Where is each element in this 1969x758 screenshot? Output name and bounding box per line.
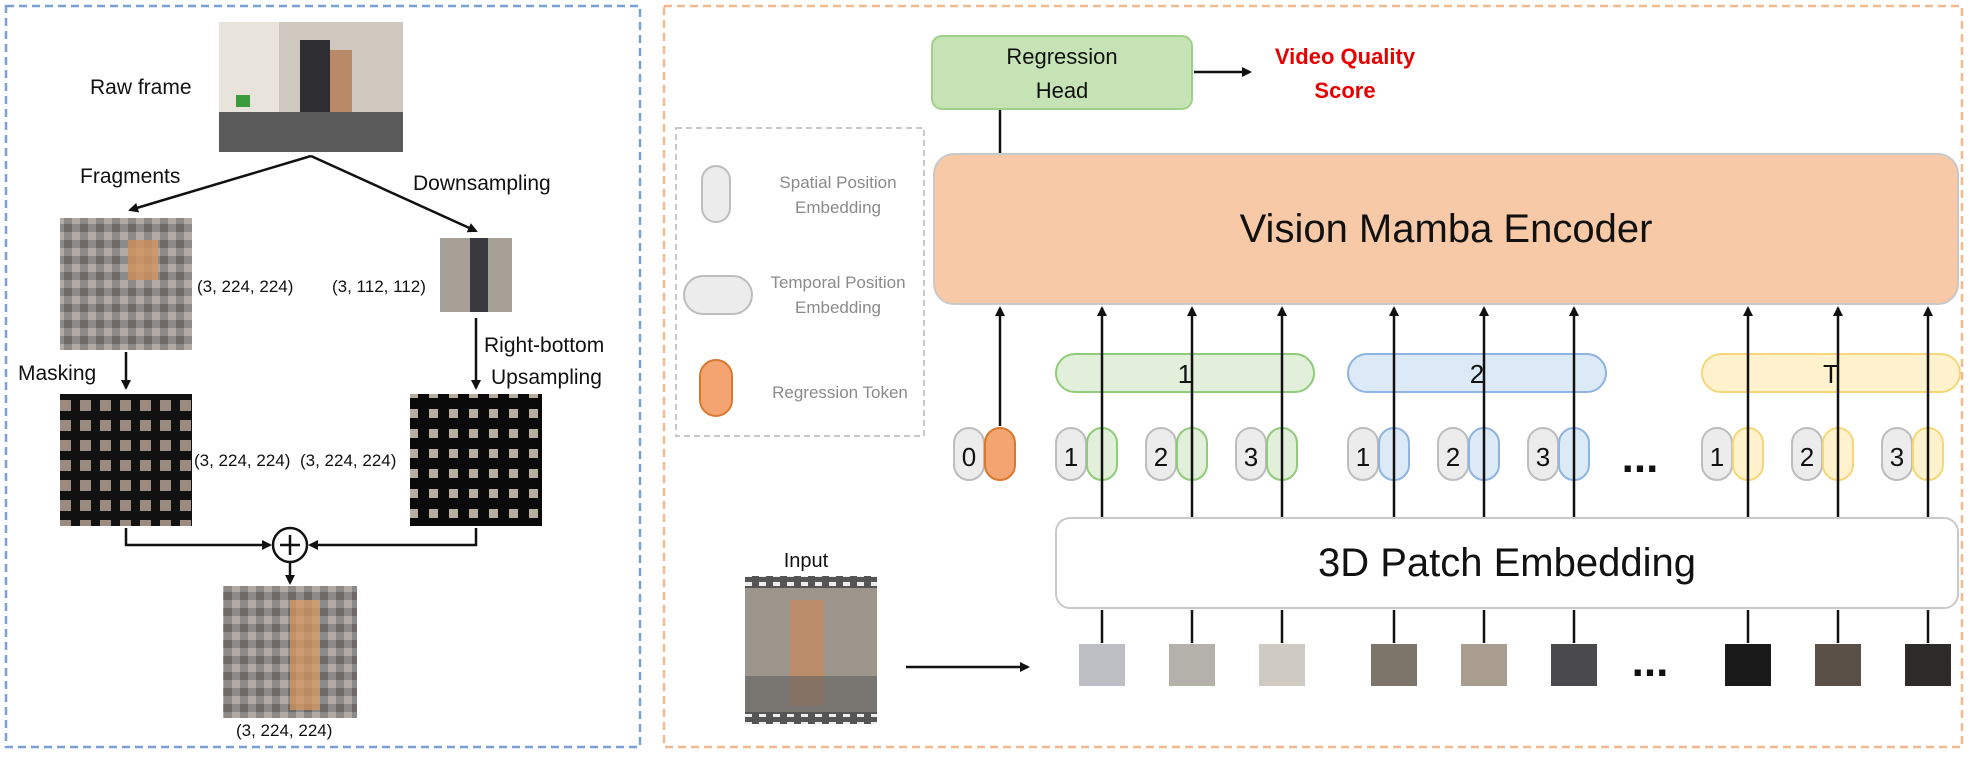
token-g2-1-index: 1 bbox=[1356, 442, 1370, 472]
token-g1-2: 2 bbox=[1145, 427, 1208, 481]
legend-temporal-icon bbox=[683, 275, 753, 315]
legend-regression-token-icon bbox=[699, 359, 733, 417]
legend-regression-token-label: Regression Token bbox=[772, 383, 908, 402]
legend-temporal-label-1: Temporal Position bbox=[770, 273, 905, 292]
input-label: Input bbox=[784, 550, 829, 572]
token-g1-2-index: 2 bbox=[1154, 442, 1168, 472]
token-g1-3-index: 3 bbox=[1244, 442, 1258, 472]
token-gt-1: 1 bbox=[1701, 427, 1764, 481]
group-bar-2-label: 2 bbox=[1470, 359, 1484, 389]
legend-spatial-label-1: Spatial Position bbox=[779, 173, 896, 192]
connector-upsampled-to-sum bbox=[308, 528, 478, 550]
group-bar-1 bbox=[1055, 353, 1315, 393]
token-gt-1-index: 1 bbox=[1710, 442, 1724, 472]
arrow-to-downsampling bbox=[310, 154, 478, 233]
patch-thumbnail bbox=[1551, 644, 1597, 686]
token-g1-1-index: 1 bbox=[1064, 442, 1078, 472]
video-quality-score-label-2: Score bbox=[1314, 78, 1375, 103]
token-gt-3-index: 3 bbox=[1890, 442, 1904, 472]
patch-ellipsis: ... bbox=[1632, 637, 1669, 686]
patch-thumbnail bbox=[1079, 644, 1125, 686]
connector-masked-to-sum bbox=[124, 528, 272, 550]
masked-dim-label: (3, 224, 224) bbox=[194, 451, 290, 470]
raw-frame-label: Raw frame bbox=[90, 76, 192, 99]
token-g1-3: 3 bbox=[1235, 427, 1298, 481]
left-panel-border bbox=[4, 4, 642, 749]
legend: Spatial Position Embedding Temporal Posi… bbox=[675, 127, 925, 437]
token-gt-2-index: 2 bbox=[1800, 442, 1814, 472]
token-gt-3: 3 bbox=[1881, 427, 1944, 481]
token-g2-2-index: 2 bbox=[1446, 442, 1460, 472]
upsampling-label-1: Right-bottom bbox=[484, 334, 604, 357]
fragments-image-accent bbox=[128, 240, 158, 280]
token-g2-2: 2 bbox=[1437, 427, 1500, 481]
legend-spatial-label-2: Embedding bbox=[795, 198, 881, 217]
patch-thumbnail bbox=[1169, 644, 1215, 686]
group-bar-t bbox=[1701, 353, 1961, 393]
patch-thumbnail bbox=[1371, 644, 1417, 686]
token-g2-3-index: 3 bbox=[1536, 442, 1550, 472]
patch-embedding-label: 3D Patch Embedding bbox=[1318, 541, 1696, 585]
right-panel-border bbox=[662, 4, 1964, 749]
sum-operator-icon bbox=[271, 526, 309, 564]
token-g2-3: 3 bbox=[1527, 427, 1590, 481]
upsampled-dim-label: (3, 224, 224) bbox=[300, 451, 396, 470]
upsampled-image bbox=[410, 394, 542, 526]
downsampled-dim-label: (3, 112, 112) bbox=[332, 277, 426, 296]
patch-thumbnail bbox=[1461, 644, 1507, 686]
input-video-icon bbox=[745, 576, 877, 724]
token-gt-2: 2 bbox=[1791, 427, 1854, 481]
regression-head-label-2: Head bbox=[1036, 78, 1089, 103]
token-g2-1: 1 bbox=[1347, 427, 1410, 481]
downsampling-label: Downsampling bbox=[413, 172, 551, 195]
group-bar-t-label: T bbox=[1823, 359, 1839, 389]
patch-to-embedding-lines bbox=[1100, 610, 1930, 643]
video-quality-score-label-1: Video Quality bbox=[1275, 44, 1416, 69]
legend-spatial-icon bbox=[701, 165, 731, 223]
token-to-encoder-arrows bbox=[1097, 306, 1933, 518]
patch-embedding-box bbox=[1055, 517, 1959, 609]
legend-border bbox=[675, 127, 925, 437]
left-panel: Raw frame Fragments Downsampling (3, 224… bbox=[4, 4, 642, 749]
patch-thumbnail bbox=[1259, 644, 1305, 686]
regression-head-box bbox=[931, 35, 1193, 110]
output-dim-label: (3, 224, 224) bbox=[236, 721, 332, 740]
vision-mamba-encoder-box bbox=[933, 153, 1959, 305]
token-ellipsis: ... bbox=[1622, 433, 1659, 482]
fragments-dim-label: (3, 224, 224) bbox=[197, 277, 293, 296]
patch-thumbnail bbox=[1905, 644, 1951, 686]
vision-mamba-encoder-label: Vision Mamba Encoder bbox=[1240, 207, 1653, 251]
legend-temporal-label-2: Embedding bbox=[795, 298, 881, 317]
masking-label: Masking bbox=[18, 362, 96, 385]
upsampling-label-2: Upsampling bbox=[491, 366, 602, 389]
downsampled-image-accent bbox=[470, 238, 488, 312]
regression-head-label-1: Regression bbox=[1006, 44, 1117, 69]
token-g1-1: 1 bbox=[1055, 427, 1118, 481]
patch-thumbnail bbox=[1725, 644, 1771, 686]
fragments-label: Fragments bbox=[80, 165, 180, 188]
regression-token: 0 bbox=[953, 427, 1016, 481]
output-image bbox=[223, 586, 357, 718]
fragments-image bbox=[60, 218, 192, 350]
raw-frame-image bbox=[219, 22, 403, 152]
group-bar-2 bbox=[1347, 353, 1607, 393]
masked-image bbox=[60, 394, 192, 526]
patch-thumbnail bbox=[1815, 644, 1861, 686]
regression-token-index: 0 bbox=[962, 442, 976, 472]
right-panel: Regression Head Video Quality Score Visi… bbox=[662, 4, 1964, 749]
arrow-to-fragments bbox=[128, 154, 312, 213]
group-bar-1-label: 1 bbox=[1178, 359, 1192, 389]
